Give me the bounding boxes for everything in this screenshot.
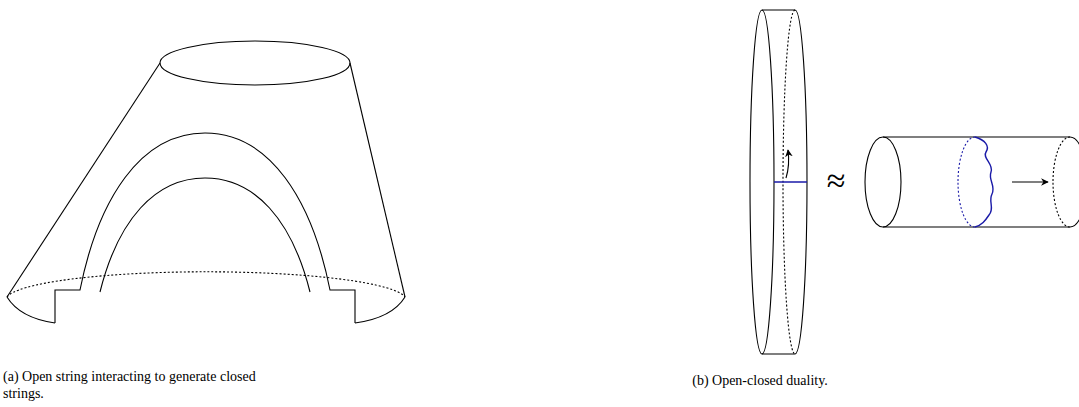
disk-bottom: [762, 353, 795, 354]
left-side: [7, 63, 160, 297]
open-string: [774, 181, 807, 182]
disk-top: [762, 9, 795, 10]
approx-symbol: ≈: [818, 160, 854, 201]
cylinder: [865, 137, 1079, 227]
subfigure-caption: (b) Open-closed duality.: [660, 372, 860, 389]
cylinder-arrow: [1012, 181, 1048, 182]
disk: [750, 10, 807, 354]
closed-string-visible: [975, 137, 993, 227]
outer-arch: [55, 133, 355, 323]
cylinder-right-visible: [1070, 137, 1079, 227]
closed-string-hidden: [958, 137, 975, 227]
pants-surface: [7, 41, 405, 323]
bottom-front-right: [355, 297, 405, 323]
subfigure-caption: (a) Open string interacting to generate …: [3, 368, 268, 402]
top-circle: [160, 41, 350, 85]
cylinder-left-end: [865, 137, 901, 227]
bottom-front-left: [7, 297, 55, 323]
cylinder-right-hidden: [1053, 137, 1070, 227]
disk-front: [750, 10, 774, 354]
bottom-back-arc: [7, 272, 405, 297]
disk-arrow: [786, 150, 789, 178]
right-side: [350, 63, 405, 297]
inner-arch: [100, 178, 310, 292]
